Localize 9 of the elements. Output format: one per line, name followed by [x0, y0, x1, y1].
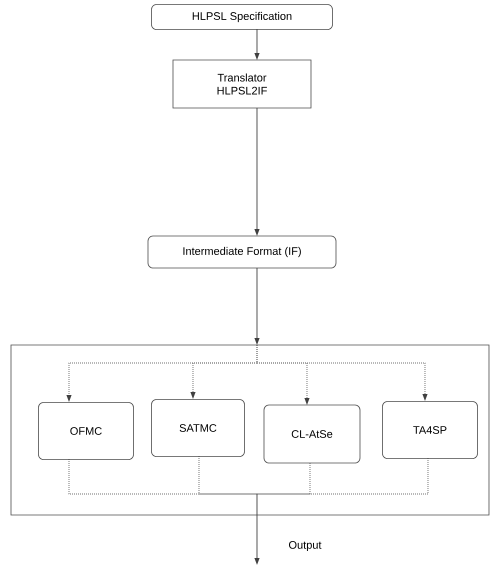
rounded-box: TA4SP — [382, 401, 478, 459]
rounded-box: Intermediate Format (IF) — [148, 236, 336, 268]
edge-label: Output — [287, 540, 322, 552]
rounded-box: SATMC — [151, 399, 245, 457]
rounded-box: HLPSL Specification — [151, 4, 333, 30]
frame-box — [10, 344, 490, 516]
rounded-box: OFMC — [38, 402, 134, 460]
rounded-box: CL-AtSe — [264, 404, 360, 464]
process-box: Translator HLPSL2IF — [172, 60, 312, 108]
